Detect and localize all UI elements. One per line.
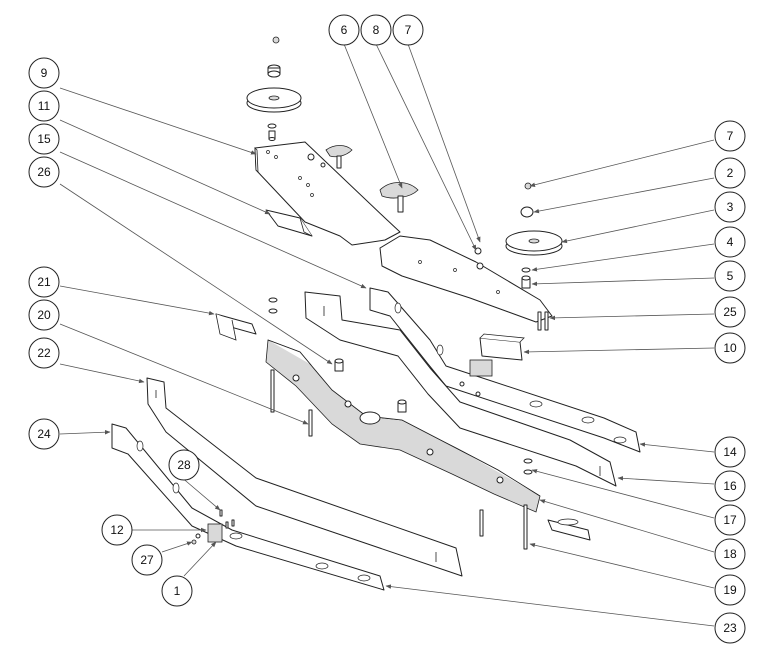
callout-label: 2 <box>727 166 734 180</box>
callout-label: 18 <box>723 547 737 561</box>
knob-large-part <box>379 182 419 213</box>
callout-28: 28 <box>168 449 200 481</box>
callout-12: 12 <box>101 514 133 546</box>
callout-label: 15 <box>37 132 51 146</box>
small-hardware-part <box>191 509 235 545</box>
callout-18: 18 <box>714 538 746 570</box>
callout-label: 8 <box>373 23 380 37</box>
callout-2: 2 <box>714 157 746 189</box>
callout-24: 24 <box>28 418 60 450</box>
callout-label: 17 <box>723 513 737 527</box>
callout-4: 4 <box>714 226 746 258</box>
callout-label: 27 <box>140 553 154 567</box>
callout-20: 20 <box>28 299 60 331</box>
long-rail-16-part <box>304 291 617 487</box>
callout-label: 20 <box>37 308 51 322</box>
callout-17: 17 <box>714 504 746 536</box>
callout-label: 1 <box>174 584 181 598</box>
callout-3: 3 <box>714 191 746 223</box>
washer-4-part <box>521 267 531 273</box>
top-spacer-part <box>267 64 281 78</box>
callout-label: 19 <box>723 583 737 597</box>
callout-21: 21 <box>28 266 60 298</box>
long-rail-15-part <box>369 287 641 453</box>
callout-15: 15 <box>28 123 60 155</box>
spacer-center-part <box>397 399 407 413</box>
callout-balloons: 6 8 7 9 11 15 26 21 20 22 24 28 12 27 1 … <box>28 14 746 644</box>
callout-11: 11 <box>28 90 60 122</box>
callout-label: 4 <box>727 235 734 249</box>
bracket-part <box>265 209 313 237</box>
callout-22: 22 <box>28 337 60 369</box>
pin-pair-part <box>537 311 549 331</box>
disc-3-part <box>505 230 563 256</box>
clip-17-part <box>547 518 591 541</box>
callout-label: 11 <box>38 99 51 113</box>
callout-label: 21 <box>37 275 51 289</box>
leader-lines <box>59 43 715 627</box>
callout-label: 12 <box>110 523 124 537</box>
callout-label: 16 <box>723 479 737 493</box>
callout-23: 23 <box>714 612 746 644</box>
callout-9: 9 <box>28 57 60 89</box>
spacer-26-part <box>334 358 344 372</box>
spacer-2-part <box>520 206 534 218</box>
clip-21-part <box>215 313 257 341</box>
callout-label: 7 <box>727 129 734 143</box>
callout-label: 28 <box>177 458 191 472</box>
callout-label: 23 <box>723 621 737 635</box>
upper-arm-plate-part <box>254 141 401 246</box>
channel-hardware-part <box>459 359 493 397</box>
washers-center-part <box>268 297 533 475</box>
long-rail-22-part <box>146 377 463 577</box>
callout-10: 10 <box>714 332 746 364</box>
callout-5: 5 <box>714 260 746 292</box>
top-washer-part <box>267 123 277 141</box>
callout-16: 16 <box>714 470 746 502</box>
callout-27: 27 <box>131 544 163 576</box>
long-rail-24-part <box>111 423 385 591</box>
callout-7-right: 7 <box>714 120 746 152</box>
callout-label: 3 <box>727 200 734 214</box>
callout-19: 19 <box>714 574 746 606</box>
callout-label: 26 <box>37 165 51 179</box>
callout-label: 9 <box>41 66 48 80</box>
callout-25: 25 <box>714 296 746 328</box>
callout-14: 14 <box>714 436 746 468</box>
bushing-5-part <box>521 275 531 289</box>
callout-label: 6 <box>341 23 348 37</box>
callout-label: 7 <box>405 23 412 37</box>
callout-label: 24 <box>37 427 51 441</box>
callout-26: 26 <box>28 156 60 188</box>
callout-6-top: 6 <box>328 14 360 46</box>
callout-label: 14 <box>723 445 737 459</box>
knob-small-part <box>307 145 353 169</box>
callout-label: 22 <box>37 346 51 360</box>
top-nut-part <box>272 36 280 44</box>
bolt-20-part <box>270 369 528 550</box>
top-disc-part <box>246 87 302 113</box>
callout-8: 8 <box>360 14 392 46</box>
callout-7-top: 7 <box>392 14 424 46</box>
nut-8-part <box>474 247 484 270</box>
center-casting-part <box>265 339 541 513</box>
channel-10-part <box>479 333 525 361</box>
parts-drawing <box>111 36 641 591</box>
callout-1: 1 <box>161 575 193 607</box>
callout-label: 25 <box>723 305 737 319</box>
callout-label: 10 <box>723 341 737 355</box>
callout-label: 5 <box>727 269 734 283</box>
